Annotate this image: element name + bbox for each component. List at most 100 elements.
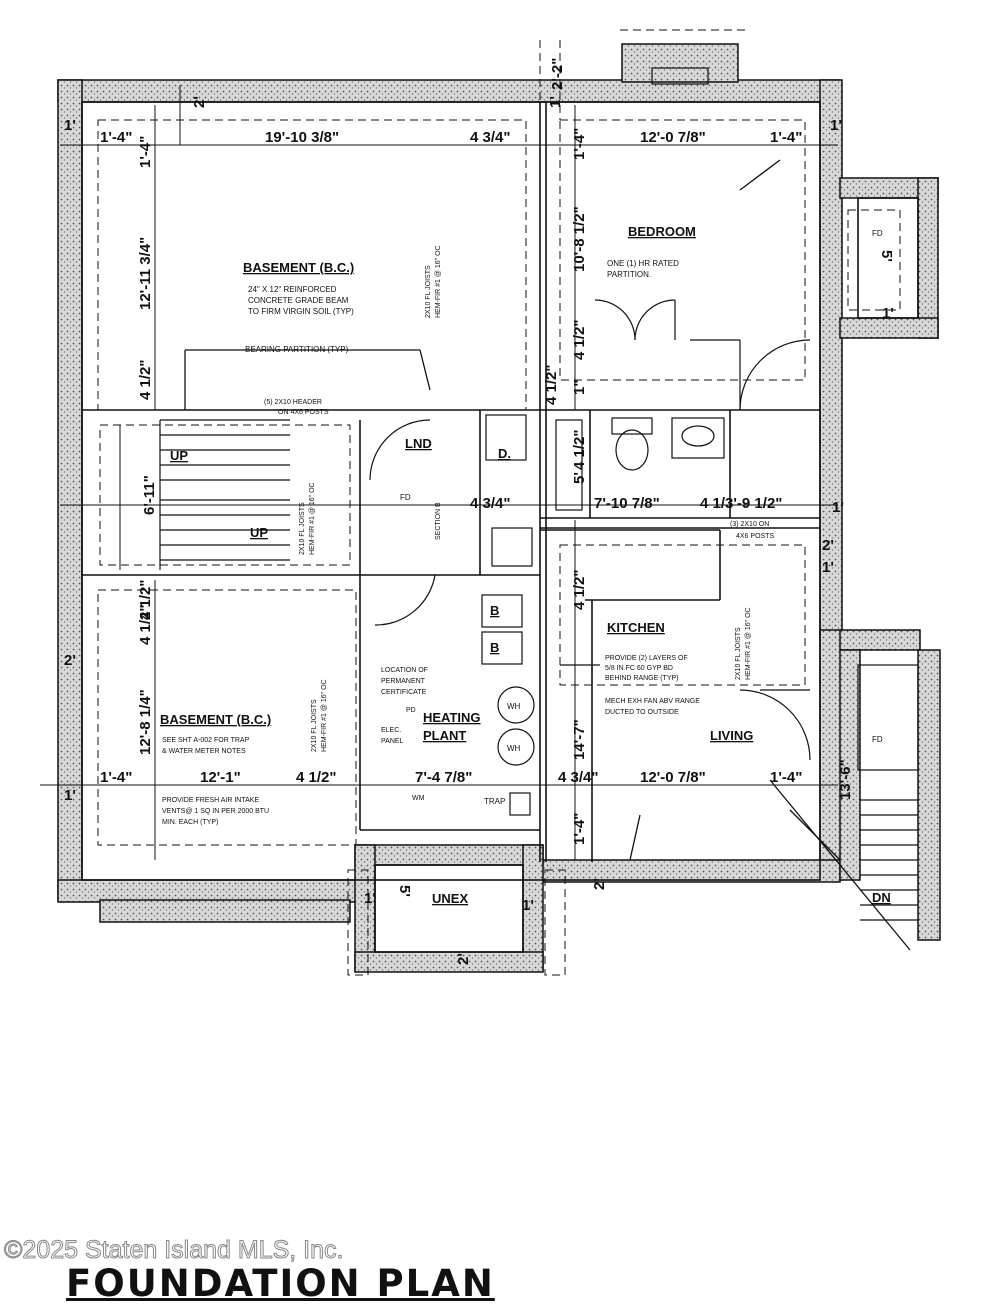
note-joists-kit-1: 2X10 FL JOISTS: [735, 627, 742, 680]
note-joists-kit-2: HEM-FIR #1 @ 16" OC: [745, 607, 752, 680]
label-trap: TRAP: [484, 797, 505, 806]
dim-top-1: 1': [547, 96, 564, 108]
room-basement-bottom: BASEMENT (B.C.): [160, 712, 271, 727]
dim-bot-1-4-right: 1'-4": [770, 769, 802, 786]
stairs-upper: [159, 419, 290, 570]
note-joists-bot-1: 2X10 FL JOISTS: [311, 699, 318, 752]
note-kitchen-5: DUCTED TO OUTSIDE: [605, 709, 679, 716]
dim-bot-4-1-2: 4 1/2": [296, 769, 336, 786]
dimension-labels: 1'-4" 19'-10 3/8" 4 3/4" 12'-0 7/8" 1'-4…: [64, 58, 895, 965]
note-grade-beam-2: CONCRETE GRADE BEAM: [248, 296, 349, 305]
dim-top-2-2: 2'-2": [549, 58, 566, 90]
dim-bot-12-0: 12'-0 7/8": [640, 769, 706, 786]
note-cert-2: PERMANENT: [381, 678, 426, 685]
dim-unex-2: 2': [455, 953, 472, 965]
note-bearing: BEARING PARTITION (TYP): [245, 345, 349, 354]
label-dn: DN: [872, 890, 891, 905]
foundation-walls: [57, 43, 941, 973]
dim-top-left-1-4: 1'-4": [100, 129, 132, 146]
door-swings: [369, 299, 811, 761]
label-fd-1: FD: [872, 229, 883, 238]
note-section: SECTION B: [435, 502, 442, 540]
dim-bot-7-4: 7'-4 7/8": [415, 769, 472, 786]
copyright-watermark: ©2025 Staten Island MLS, Inc.: [3, 1236, 344, 1265]
label-b-2: B: [490, 640, 499, 655]
dim-vert-14-7: 14'-7": [571, 719, 588, 760]
note-on-posts-2: 4X6 POSTS: [736, 533, 774, 540]
label-up-1: UP: [170, 448, 188, 463]
dim-right-1b: 1': [832, 499, 844, 516]
dim-vert-4-1-2-b: 4 1/2": [543, 365, 560, 405]
note-on-posts-1: (3) 2X10 ON: [730, 521, 769, 528]
dim-bot-4-3-4: 4 3/4": [558, 769, 598, 786]
dim-vert-10-8: 10'-8 1/2": [571, 206, 588, 272]
room-bedroom: BEDROOM: [628, 224, 696, 239]
note-joists-mid-1: 2X10 FL JOISTS: [299, 502, 306, 555]
room-kitchen: KITCHEN: [607, 620, 665, 635]
dim-right-2: 2': [822, 537, 834, 554]
dim-top-2: 2': [191, 96, 208, 108]
note-elec-2: PANEL: [381, 738, 404, 745]
note-joists-bot-2: HEM-FIR #1 @ 16" OC: [321, 679, 328, 752]
note-grade-beam-3: TO FIRM VIRGIN SOIL (TYP): [248, 307, 354, 316]
dim-fd-5: 5': [878, 250, 895, 262]
dim-fd-1: 1': [882, 305, 894, 322]
note-header-1: (5) 2X10 HEADER: [264, 399, 322, 406]
note-joists-mid-2: HEM-FIR #1 @ 16" OC: [309, 482, 316, 555]
annotation-arrows: [184, 159, 911, 951]
note-hr-rated-1: ONE (1) HR RATED: [607, 259, 679, 268]
dim-left-1: 1': [64, 117, 76, 134]
note-fresh-2: VENTS@ 1 SQ IN PER 2000 BTU: [162, 808, 269, 815]
note-fresh-1: PROVIDE FRESH AIR INTAKE: [162, 797, 259, 804]
label-wh-1: WH: [507, 702, 521, 711]
drawing-notes: 24" X 12" REINFORCED CONCRETE GRADE BEAM…: [162, 245, 774, 826]
note-trap-1: SEE SHT A-002 FOR TRAP: [162, 737, 250, 744]
room-labels: BASEMENT (B.C.) BEDROOM KITCHEN LIVING B…: [160, 224, 891, 906]
note-cert-1: LOCATION OF: [381, 667, 428, 674]
dim-left-2: 2': [64, 652, 76, 669]
dim-vert-4-1-2-e: 4 1/2": [137, 580, 154, 620]
dim-bot-1: 1': [64, 787, 76, 804]
note-joists-top-1: 2X10 FL JOISTS: [425, 265, 432, 318]
dim-unex-1-left: 1': [364, 890, 376, 907]
dim-mid-4-3-4: 4 3/4": [470, 495, 510, 512]
dashed-outlines: [97, 29, 901, 976]
note-kitchen-4: MECH EXH FAN ABV RANGE: [605, 698, 700, 705]
room-unex: UNEX: [432, 891, 468, 906]
label-wh-2: WH: [507, 744, 521, 753]
dim-top-right-1-4: 1'-4": [770, 129, 802, 146]
dim-vert-12-8: 12'-8 1/4": [137, 689, 154, 755]
note-grade-beam-1: 24" X 12" REINFORCED: [248, 285, 337, 294]
dim-vert-1: 1": [571, 380, 588, 395]
dim-mid-4-1-3: 4 1/3'-9 1/2": [700, 495, 782, 512]
note-elec-1: ELEC.: [381, 727, 401, 734]
room-basement-top: BASEMENT (B.C.): [243, 260, 354, 275]
stairs-exterior: [857, 664, 919, 921]
note-trap-2: & WATER METER NOTES: [162, 748, 246, 755]
dim-vert-4-1-2-c: 4 1/2": [571, 430, 588, 470]
note-kitchen-1: PROVIDE (2) LAYERS OF: [605, 655, 688, 662]
dim-right-1c: 1': [822, 559, 834, 576]
dim-bot-12-1: 12'-1": [200, 769, 241, 786]
dim-vert-4-1-2-d: 4 1/2": [571, 570, 588, 610]
room-lnd: LND: [405, 436, 432, 451]
note-hr-rated-2: PARTITION.: [607, 270, 651, 279]
dim-right-1: 1': [830, 117, 842, 134]
dim-vert-1-4-left: 1'-4": [137, 136, 154, 168]
dim-vert-12-11: 12'-11 3/4": [137, 237, 154, 310]
label-up-2: UP: [250, 525, 268, 540]
note-wm: WM: [412, 795, 425, 802]
note-kitchen-3: BEHIND RANGE (TYP): [605, 675, 679, 682]
room-heating-2: PLANT: [423, 728, 466, 743]
dim-vert-1-4-bot: 1'-4": [571, 813, 588, 845]
dim-mid-7-10: 7'-10 7/8": [594, 495, 660, 512]
page-title: FOUNDATION PLAN: [66, 1262, 495, 1305]
label-fd-3: FD: [400, 493, 411, 502]
dim-vert-4-1-2-left: 4 1/2": [137, 360, 154, 400]
note-kitchen-2: 5/8 IN FC 60 GYP BD: [605, 665, 673, 672]
dim-vert-4-1-2-f: 4 1/2": [137, 605, 154, 645]
dim-top-19-10: 19'-10 3/8": [265, 129, 339, 146]
dim-top-4-3-4: 4 3/4": [470, 129, 510, 146]
dim-bot-1-4-left: 1'-4": [100, 769, 132, 786]
